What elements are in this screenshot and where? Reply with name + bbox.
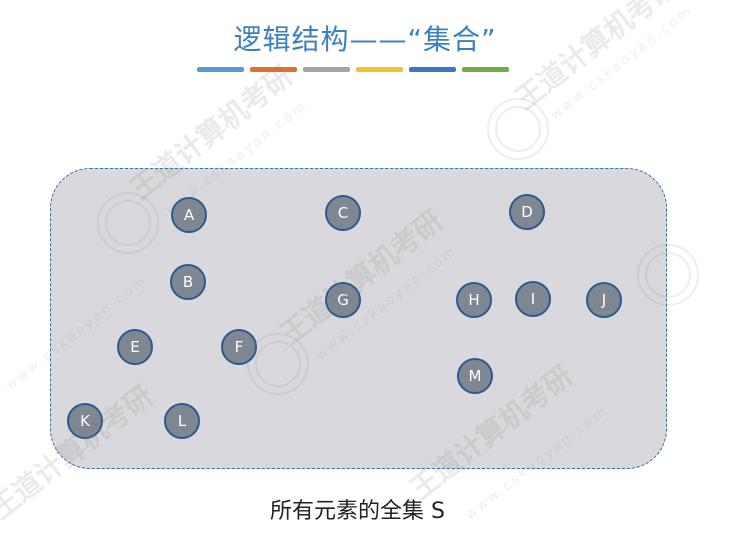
- watermark-seal-icon: [487, 98, 549, 160]
- color-strip: [197, 67, 509, 72]
- set-element-c: C: [325, 195, 361, 231]
- color-segment-6: [462, 67, 509, 72]
- watermark-seal-icon: [495, 106, 541, 152]
- set-element-e: E: [117, 329, 153, 365]
- set-element-d: D: [509, 194, 545, 230]
- set-element-a: A: [171, 197, 207, 233]
- set-element-k: K: [67, 403, 103, 439]
- color-segment-4: [356, 67, 403, 72]
- set-element-m: M: [457, 358, 493, 394]
- set-element-h: H: [456, 282, 492, 318]
- color-segment-1: [197, 67, 244, 72]
- caption: 所有元素的全集 S: [270, 499, 445, 524]
- set-element-g: G: [325, 282, 361, 318]
- set-element-i: I: [515, 281, 551, 317]
- color-segment-2: [250, 67, 297, 72]
- slide-title: 逻辑结构——“集合”: [233, 23, 497, 56]
- set-element-j: J: [586, 282, 622, 318]
- color-segment-3: [303, 67, 350, 72]
- color-segment-5: [409, 67, 456, 72]
- set-element-f: F: [221, 329, 257, 365]
- set-element-b: B: [170, 264, 206, 300]
- set-element-l: L: [164, 403, 200, 439]
